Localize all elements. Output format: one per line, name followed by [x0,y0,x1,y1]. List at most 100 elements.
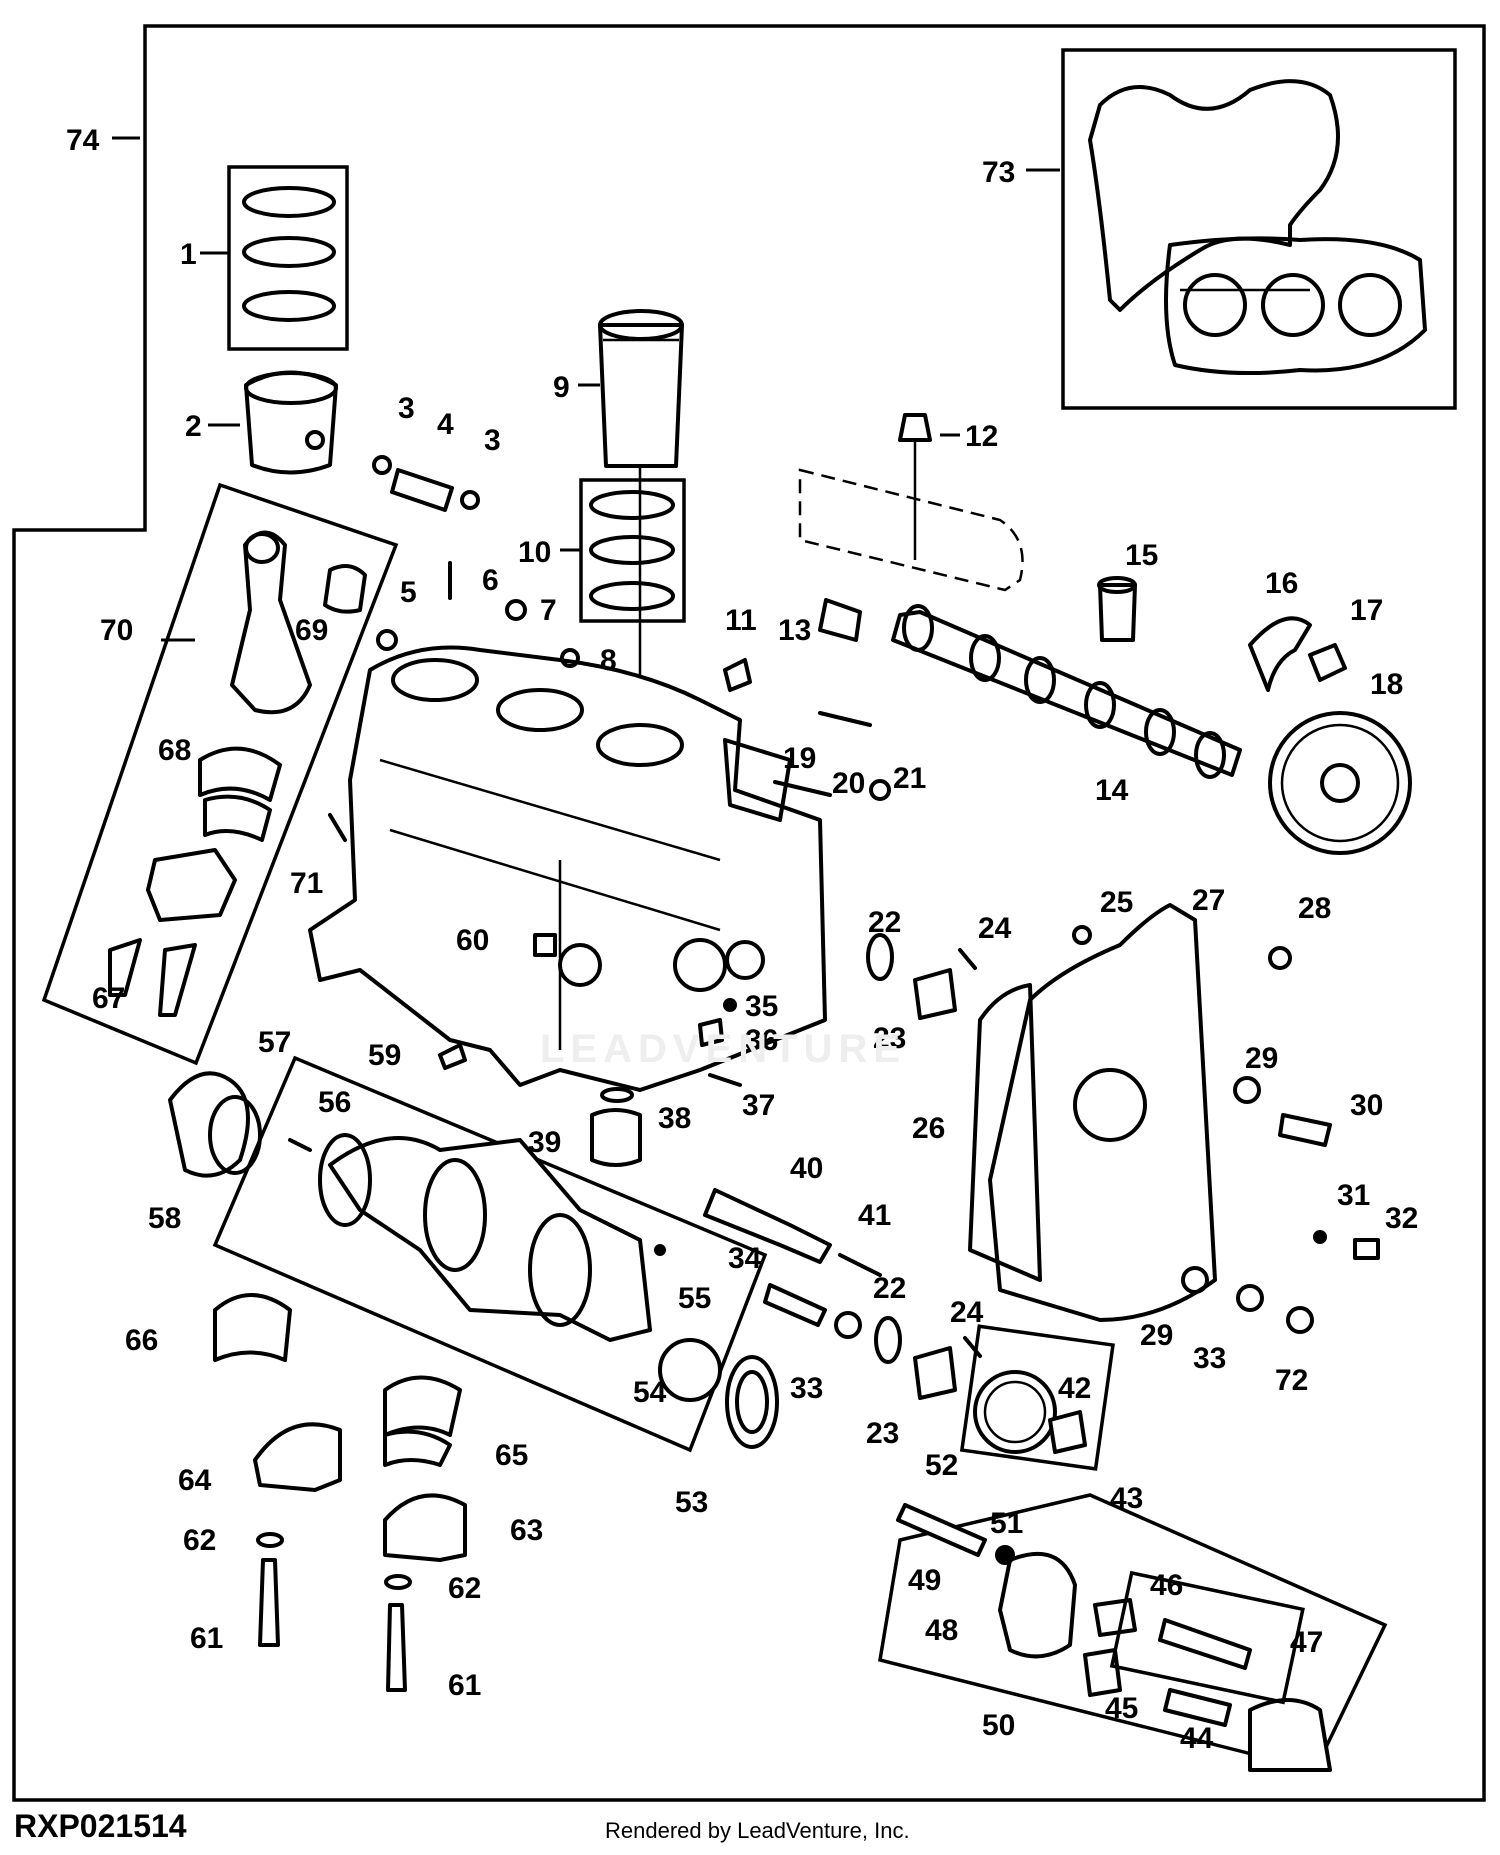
cylinder-liner-9 [598,309,684,468]
callout-47: 47 [1290,1626,1323,1659]
callout-70: 70 [100,614,133,647]
callout-49: 49 [908,1564,941,1597]
callout-24: 24 [978,912,1012,945]
callout-42: 42 [1058,1372,1091,1405]
callout-23: 23 [873,1022,906,1055]
oil-pump-drive-shaft-40 [703,1188,832,1264]
callout-12: 12 [965,420,998,453]
plug-7 [505,599,527,621]
front-plate-27 [988,903,1217,1322]
callout-62: 62 [183,1524,216,1557]
callout-26: 26 [912,1112,945,1145]
bushing-28 [1268,946,1292,970]
camshaft-14 [891,604,1242,779]
callout-6: 6 [482,564,499,597]
rear-oil-seal-58 [168,1071,262,1178]
piston-ring-set-1 [227,165,349,351]
callout-67: 67 [92,982,125,1015]
snap-ring-3 [372,455,480,510]
callout-57: 57 [258,1026,291,1059]
callout-33: 33 [790,1372,823,1405]
washer-38 [600,1087,634,1103]
plug-32 [1353,1238,1380,1260]
thrust-bearing-65 [383,1375,462,1467]
callout-9: 9 [553,371,570,404]
callout-labels: 74 73 1 2 3 3 4 5 6 7 8 9 10 11 12 13 14… [66,124,1418,1755]
callout-53: 53 [675,1486,708,1519]
callout-58: 58 [148,1202,181,1235]
callout-3: 3 [398,392,415,425]
callout-39: 39 [528,1126,561,1159]
oil-fill-cap-12 [898,413,932,442]
callout-29b: 29 [1140,1319,1173,1352]
callout-61b: 61 [448,1669,481,1702]
callout-13: 13 [778,614,811,647]
cap-screw-30 [1278,1113,1332,1147]
callout-4: 4 [437,408,454,441]
callout-35: 35 [745,990,778,1023]
callout-22b: 22 [873,1272,906,1305]
callout-48: 48 [925,1614,958,1647]
idler-gear-bushing-23 [913,968,957,1400]
plug-21 [869,779,891,801]
callout-30: 30 [1350,1089,1383,1122]
callout-5: 5 [400,576,417,609]
crankshaft-gear-54 [658,1338,722,1402]
dowel-55 [654,1244,666,1256]
dowel-56 [288,1138,312,1152]
callout-41: 41 [858,1199,891,1232]
callout-32: 32 [1385,1202,1418,1235]
camshaft-follower-13 [818,598,862,642]
dowel-37 [708,1073,742,1087]
callout-17: 17 [1350,594,1383,627]
callout-55: 55 [678,1282,711,1315]
plug-31 [1313,1230,1327,1244]
stud-20 [773,780,832,797]
bushing-36 [698,1018,724,1047]
washer-51 [995,1545,1015,1565]
callout-14: 14 [1095,774,1129,807]
fitting-11 [723,658,752,692]
plug-35 [723,998,737,1012]
main-bearing-cap-63 [383,1493,467,1562]
plug-5 [376,629,398,651]
camshaft-gear-18 [1268,711,1412,855]
callout-45: 45 [1105,1692,1138,1725]
idler-gear-42 [973,1370,1057,1454]
watermark: LEADVENTURE [540,1027,906,1071]
callout-33b: 33 [1193,1342,1226,1375]
callout-43: 43 [1110,1482,1143,1515]
callout-2: 2 [185,410,202,443]
callout-74: 74 [66,124,100,157]
callout-61: 61 [190,1622,223,1655]
reference-code: RXP021514 [14,1808,187,1844]
callout-46: 46 [1150,1569,1183,1602]
credit-text: Rendered by LeadVenture, Inc. [605,1818,910,1843]
callout-3b: 3 [484,424,501,457]
nut-72 [1286,1306,1314,1334]
callout-1: 1 [180,238,197,271]
callout-51: 51 [990,1507,1023,1540]
kit-74-outline [12,24,1486,1802]
connecting-rod-kit-70 [41,482,399,1066]
callout-66: 66 [125,1324,158,1357]
callout-8: 8 [600,644,617,677]
plug-60 [533,933,557,957]
bushing-15 [1097,576,1137,642]
callout-15: 15 [1125,539,1158,572]
cap-screw-52 [896,1503,987,1557]
pressure-regulating-valve-39 [590,1108,642,1167]
plug-59 [438,1043,467,1070]
callout-44: 44 [1180,1722,1214,1755]
washer-29 [1181,1076,1261,1294]
callout-73: 73 [982,156,1015,189]
callout-24b: 24 [950,1296,984,1329]
callout-29: 29 [1245,1042,1278,1075]
cap-screw-61 [258,1558,407,1692]
dowel-pin-24 [958,948,982,1358]
thrust-plate-16 [1248,616,1312,692]
callout-31: 31 [1337,1179,1370,1212]
front-plate-gasket-26 [968,983,1042,1282]
callout-23b: 23 [866,1417,899,1450]
stud-19 [818,711,872,727]
